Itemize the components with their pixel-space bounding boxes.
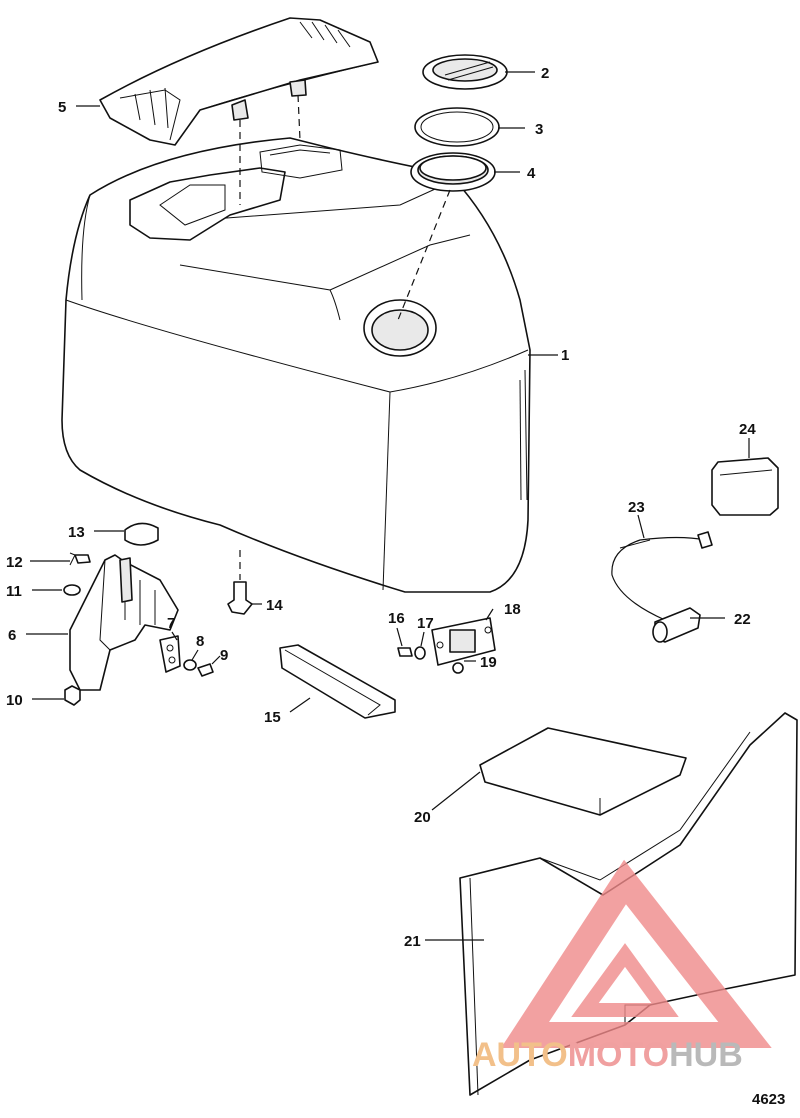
callout-12: 12 bbox=[6, 554, 23, 571]
watermark-text: AUTOMOTOHUB bbox=[472, 1036, 743, 1074]
watermark-logo bbox=[500, 859, 772, 1048]
callout-15: 15 bbox=[264, 709, 281, 726]
o-ring bbox=[414, 107, 500, 147]
callout-6: 6 bbox=[8, 627, 16, 644]
callout-10: 10 bbox=[6, 692, 23, 709]
callout-4: 4 bbox=[527, 165, 536, 182]
screw-12 bbox=[69, 552, 91, 566]
plate-7 bbox=[159, 635, 181, 673]
screw-16 bbox=[397, 647, 413, 657]
plug-10 bbox=[64, 685, 81, 706]
callout-24: 24 bbox=[739, 421, 756, 438]
watermark-auto: AUTO bbox=[472, 1036, 568, 1074]
watermark-moto: MOTO bbox=[568, 1036, 669, 1074]
callout-22: 22 bbox=[734, 611, 751, 628]
pad-24 bbox=[711, 457, 779, 516]
callout-21: 21 bbox=[404, 933, 421, 950]
watermark-hub: HUB bbox=[669, 1036, 743, 1074]
lanyard-cable bbox=[611, 531, 713, 621]
lanyard-grip bbox=[652, 607, 701, 643]
callout-17: 17 bbox=[417, 615, 434, 632]
top-cowl bbox=[61, 137, 531, 593]
watermark-triangle bbox=[500, 859, 772, 1048]
washer-8 bbox=[183, 659, 197, 671]
callout-23: 23 bbox=[628, 499, 645, 516]
latch-bracket bbox=[69, 554, 179, 691]
foam-block bbox=[479, 727, 687, 816]
callout-9: 9 bbox=[220, 647, 228, 664]
callout-5: 5 bbox=[58, 99, 66, 116]
callout-1: 1 bbox=[561, 347, 569, 364]
fill-cap bbox=[422, 54, 508, 90]
screw-9 bbox=[197, 663, 214, 677]
callout-2: 2 bbox=[541, 65, 549, 82]
callout-19: 19 bbox=[480, 654, 497, 671]
callout-20: 20 bbox=[414, 809, 431, 826]
callout-8: 8 bbox=[196, 633, 204, 650]
callout-7: 7 bbox=[167, 615, 175, 632]
callout-3: 3 bbox=[535, 121, 543, 138]
leader-lines bbox=[26, 71, 750, 941]
callout-11: 11 bbox=[6, 583, 22, 600]
vent-cover bbox=[99, 17, 379, 146]
callout-18: 18 bbox=[504, 601, 521, 618]
callout-16: 16 bbox=[388, 610, 405, 627]
bolt-14 bbox=[227, 581, 253, 615]
callout-13: 13 bbox=[68, 524, 85, 541]
latch-plate-18 bbox=[431, 617, 496, 666]
angle-strip bbox=[279, 644, 396, 719]
nut-19 bbox=[452, 662, 464, 674]
callout-14: 14 bbox=[266, 597, 283, 614]
fill-ring bbox=[410, 152, 496, 192]
vent-cover-guide-line-2 bbox=[297, 94, 301, 141]
figure-number: 4623 bbox=[752, 1091, 785, 1108]
washer-11 bbox=[63, 584, 81, 596]
washer-17 bbox=[414, 646, 426, 660]
callout-labels: 1 2 3 4 5 6 7 8 9 10 11 12 13 14 15 16 1… bbox=[6, 65, 785, 1108]
bushing-13 bbox=[124, 522, 159, 546]
